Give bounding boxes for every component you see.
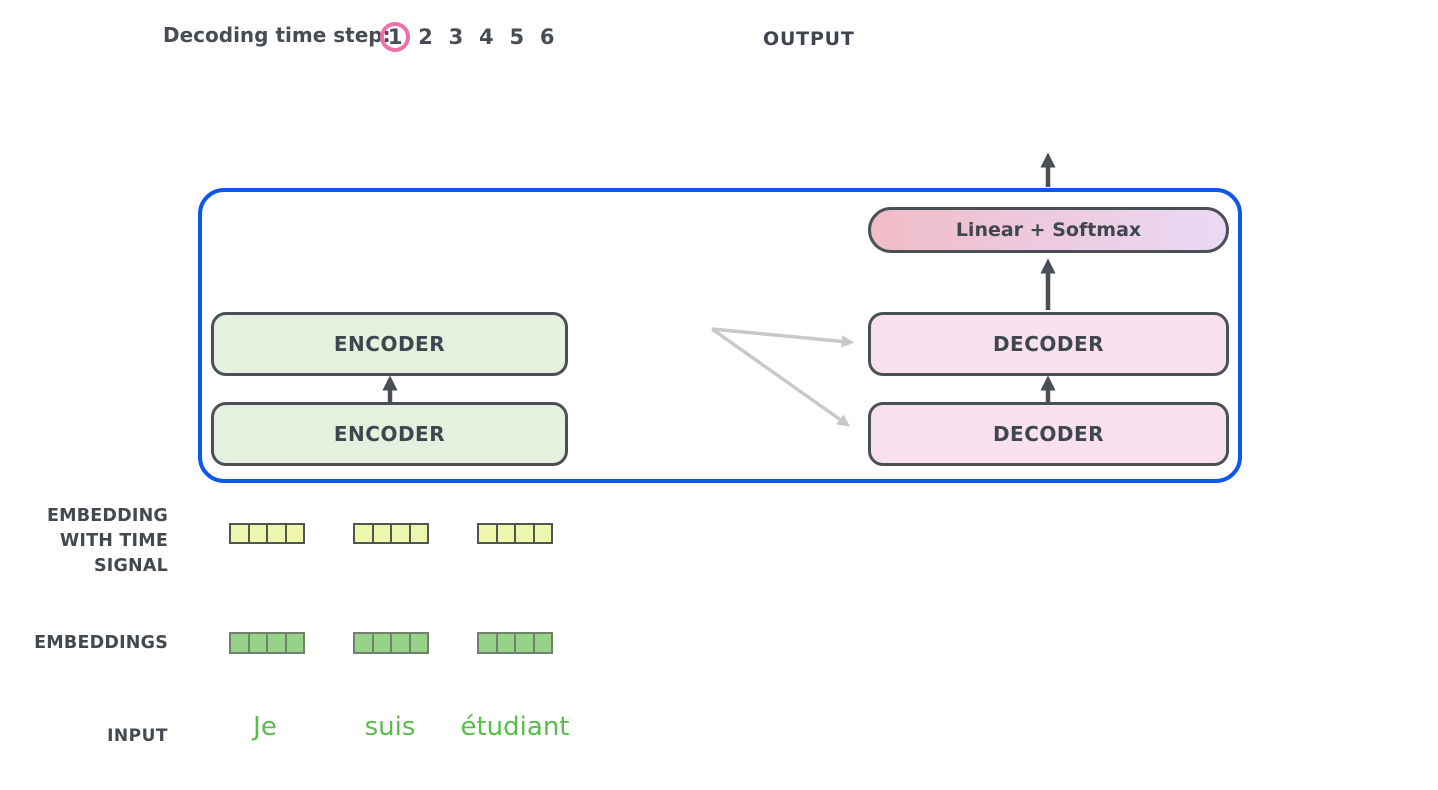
embedding-with-time-signal-label: EMBEDDING WITH TIME SIGNAL bbox=[20, 504, 168, 579]
step-5[interactable]: 5 bbox=[509, 25, 525, 49]
embedding-vector-2 bbox=[353, 632, 429, 654]
vector-cell bbox=[268, 634, 287, 652]
vector-cell bbox=[516, 634, 535, 652]
vector-cell bbox=[250, 525, 268, 542]
decoding-step-selector: 1 2 3 4 5 6 bbox=[380, 22, 562, 52]
input-label: INPUT bbox=[107, 726, 168, 746]
step-2[interactable]: 2 bbox=[418, 25, 433, 49]
vector-cell bbox=[287, 634, 304, 652]
vector-cell bbox=[231, 525, 250, 542]
vector-cell bbox=[516, 525, 535, 542]
time-signal-vector-2 bbox=[353, 523, 429, 544]
transformer-model-box bbox=[198, 188, 1242, 483]
encoder-box-bottom: ENCODER bbox=[211, 402, 568, 466]
embedding-vector-1 bbox=[229, 632, 305, 654]
vector-cell bbox=[498, 525, 516, 542]
vector-cell bbox=[498, 634, 516, 652]
encoder-box-top: ENCODER bbox=[211, 312, 568, 376]
vector-cell bbox=[355, 634, 374, 652]
time-signal-vector-1 bbox=[229, 523, 305, 544]
embedding-with-time-signal-line2: WITH TIME bbox=[59, 531, 168, 551]
time-signal-vector-3 bbox=[477, 523, 553, 544]
vector-cell bbox=[287, 525, 304, 542]
vector-cell bbox=[374, 525, 392, 542]
vector-cell bbox=[250, 634, 268, 652]
input-token-etudiant: étudiant bbox=[460, 712, 570, 742]
embedding-vector-3 bbox=[477, 632, 553, 654]
step-4[interactable]: 4 bbox=[479, 25, 494, 49]
vector-cell bbox=[231, 634, 250, 652]
vector-cell bbox=[392, 525, 411, 542]
embeddings-label: EMBEDDINGS bbox=[34, 633, 168, 653]
input-token-je: Je bbox=[253, 712, 277, 742]
input-token-suis: suis bbox=[364, 712, 416, 742]
decoder-box-top: DECODER bbox=[868, 312, 1229, 376]
step-6[interactable]: 6 bbox=[539, 25, 555, 49]
vector-cell bbox=[411, 525, 428, 542]
vector-cell bbox=[355, 525, 374, 542]
output-label: OUTPUT bbox=[763, 28, 855, 50]
vector-cell bbox=[392, 634, 411, 652]
vector-cell bbox=[411, 634, 428, 652]
vector-cell bbox=[535, 525, 552, 542]
embedding-with-time-signal-line1: EMBEDDING bbox=[46, 506, 168, 526]
vector-cell bbox=[268, 525, 287, 542]
vector-cell bbox=[535, 634, 552, 652]
vector-cell bbox=[479, 634, 498, 652]
step-1-active[interactable]: 1 bbox=[380, 22, 411, 52]
vector-cell bbox=[479, 525, 498, 542]
decoding-time-step-label: Decoding time step: bbox=[163, 23, 391, 47]
linear-softmax-box: Linear + Softmax bbox=[868, 207, 1229, 253]
embedding-with-time-signal-line3: SIGNAL bbox=[93, 556, 168, 576]
step-3[interactable]: 3 bbox=[448, 25, 464, 49]
vector-cell bbox=[374, 634, 392, 652]
decoder-box-bottom: DECODER bbox=[868, 402, 1229, 466]
